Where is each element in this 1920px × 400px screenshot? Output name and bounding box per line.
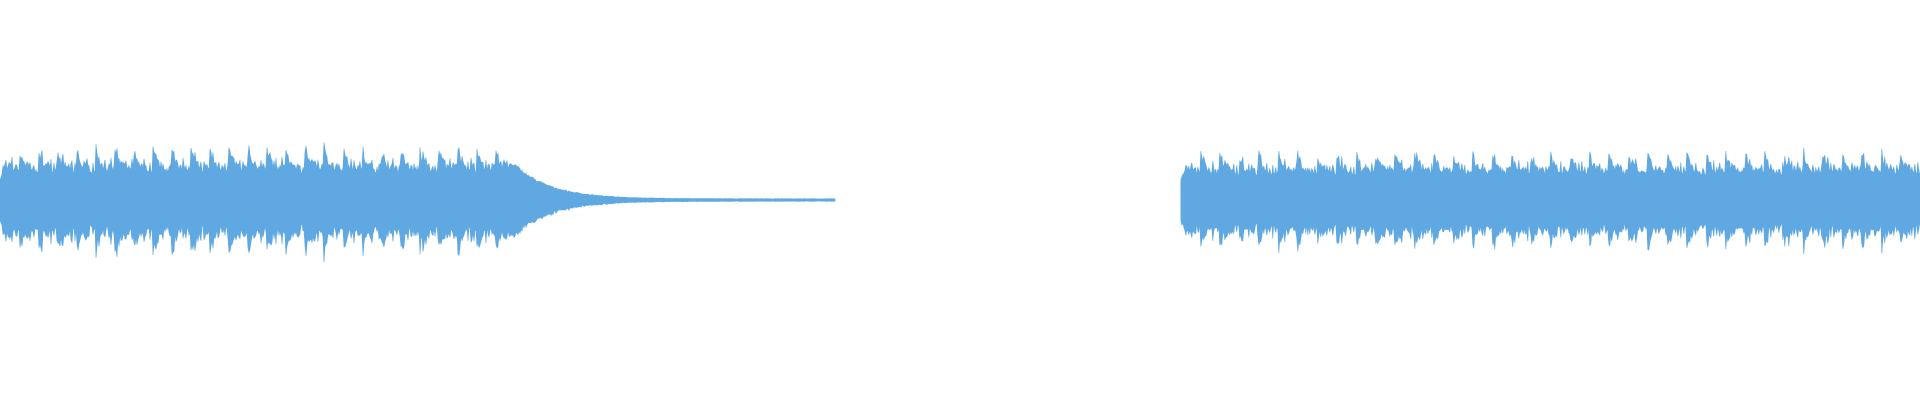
waveform-segment-1 (0, 142, 836, 263)
waveform-segment-2 (1180, 147, 1920, 255)
waveform-group (0, 142, 1920, 263)
